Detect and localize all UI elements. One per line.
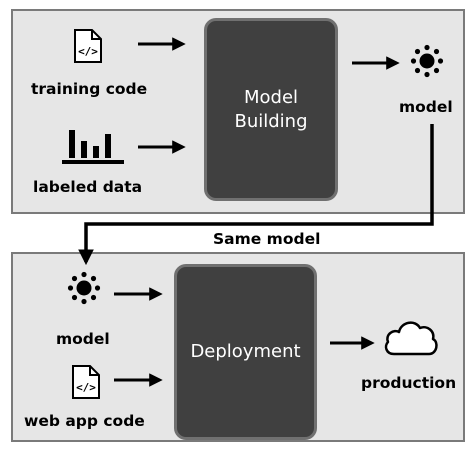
bar-chart-icon <box>62 130 124 164</box>
cloud-icon <box>384 321 438 356</box>
model-output-label: model <box>399 98 453 116</box>
production-label: production <box>361 374 457 392</box>
model-network-icon <box>410 44 444 78</box>
training-code-label: training code <box>31 80 148 98</box>
svg-text:</>: </> <box>78 45 98 58</box>
model-network-icon <box>67 271 101 305</box>
model-input-label: model <box>56 330 110 348</box>
code-file-icon: </> <box>72 365 100 399</box>
same-model-label: Same model <box>213 230 321 248</box>
svg-text:</>: </> <box>76 381 96 394</box>
labeled-data-label: labeled data <box>33 178 143 196</box>
same-model-connector <box>78 124 434 266</box>
web-app-code-label: web app code <box>24 412 145 430</box>
model-building-box: Model Building <box>204 18 338 201</box>
code-file-icon: </> <box>74 29 102 63</box>
deployment-box: Deployment <box>174 264 317 440</box>
